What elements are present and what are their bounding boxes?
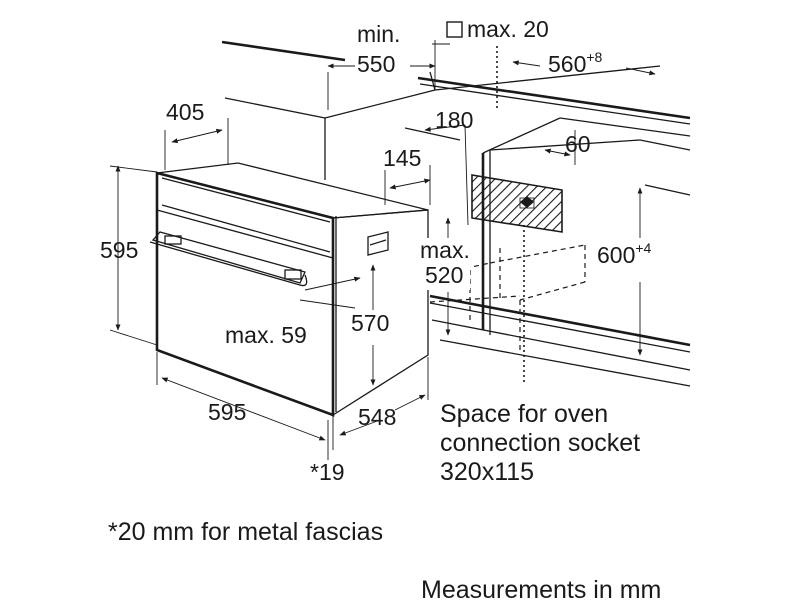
label-600: 600+4 bbox=[597, 240, 652, 268]
socket-note-line-2: connection socket bbox=[440, 429, 640, 457]
units-note: Measurements in mm bbox=[421, 576, 661, 604]
label-560-value: 560 bbox=[548, 51, 586, 77]
label-min: min. bbox=[357, 21, 400, 47]
label-570: 570 bbox=[351, 310, 389, 336]
label-600-tolerance: +4 bbox=[635, 240, 651, 256]
label-560: 560+8 bbox=[548, 49, 603, 77]
label-595-height: 595 bbox=[100, 237, 138, 263]
label-560-tolerance: +8 bbox=[586, 49, 602, 65]
label-405: 405 bbox=[166, 99, 204, 125]
cabinet-niche bbox=[221, 40, 691, 387]
socket-area bbox=[471, 174, 563, 233]
label-600-value: 600 bbox=[597, 242, 635, 268]
socket-note-line-1: Space for oven bbox=[440, 400, 608, 428]
label-520: 520 bbox=[425, 262, 463, 288]
socket-note-line-3: 320x115 bbox=[440, 458, 534, 486]
label-570-backdrop bbox=[350, 310, 398, 340]
label-520-backdrop bbox=[418, 238, 470, 290]
dimension-lines bbox=[109, 40, 656, 460]
label-star-19: *19 bbox=[310, 459, 345, 485]
label-max-520-prefix: max. bbox=[420, 237, 470, 263]
square-symbol-icon bbox=[446, 21, 463, 38]
oven bbox=[149, 162, 429, 417]
label-max-20: max. 20 bbox=[467, 16, 549, 42]
label-548: 548 bbox=[358, 404, 396, 430]
footnote-metal-fascias: *20 mm for metal fascias bbox=[108, 518, 383, 546]
label-550: 550 bbox=[357, 51, 395, 77]
label-145: 145 bbox=[383, 145, 421, 171]
label-180: 180 bbox=[435, 107, 473, 133]
label-60: 60 bbox=[565, 131, 591, 157]
label-max-59: max. 59 bbox=[225, 322, 307, 348]
label-595-width: 595 bbox=[208, 399, 246, 425]
